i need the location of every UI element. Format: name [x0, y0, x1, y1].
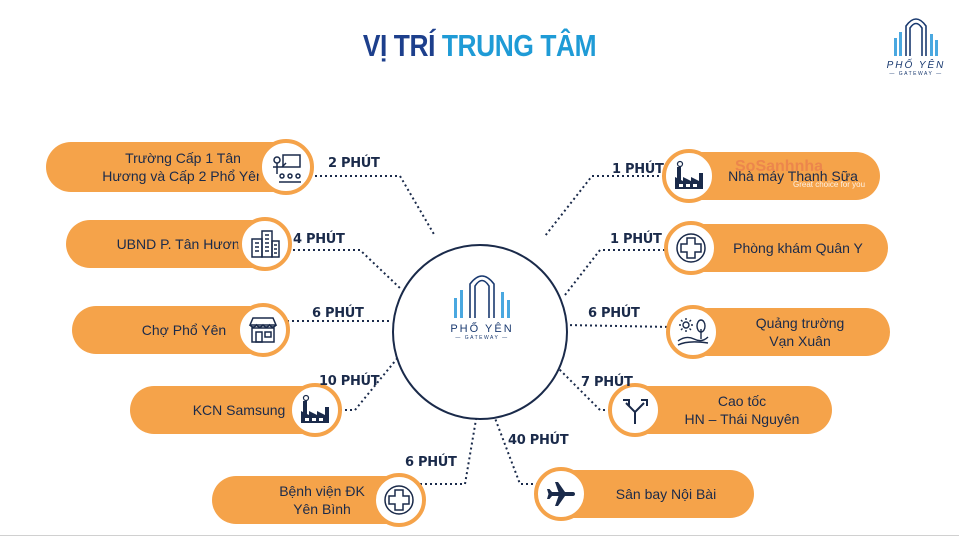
page-title: VỊ TRÍ TRUNG TÂM: [362, 28, 597, 63]
project-hub: PHỐ YÊN — GATEWAY —: [392, 244, 568, 420]
building-icon-badge: [238, 217, 292, 271]
tower-logo-icon: [454, 275, 510, 318]
highway-fork-icon: [623, 399, 648, 424]
travel-time: 40 PHÚT: [508, 433, 569, 448]
travel-time: 1 PHÚT: [610, 232, 662, 247]
travel-time: 6 PHÚT: [588, 306, 640, 321]
destination-square: Quảng trường Vạn Xuân: [666, 305, 890, 359]
travel-time: 2 PHÚT: [328, 156, 380, 171]
destination-samsung: KCN Samsung: [130, 383, 342, 437]
factory-icon-badge: [288, 383, 342, 437]
building-icon: [251, 230, 280, 258]
tower-logo-icon: [894, 18, 938, 56]
park-icon: [677, 318, 709, 346]
connector-line: [278, 249, 403, 291]
connector-line: [410, 395, 481, 485]
connector-line: [564, 249, 670, 296]
travel-time: 7 PHÚT: [581, 375, 633, 390]
destination-hospital: Bệnh viện ĐK Yên Bình: [212, 473, 426, 527]
connector-line: [564, 324, 673, 328]
brand-logo: PHỐ YÊN — GATEWAY —: [884, 10, 948, 77]
medical-cross-icon-badge: [664, 221, 718, 275]
destination-clinic: Phòng khám Quân Y: [664, 221, 888, 275]
airplane-icon-badge: [534, 467, 588, 521]
market-icon-badge: [236, 303, 290, 357]
airplane-icon: [547, 482, 575, 506]
park-icon-badge: [666, 305, 720, 359]
factory-icon-badge: [662, 149, 716, 203]
hub-logo: PHỐ YÊN — GATEWAY —: [440, 268, 524, 341]
teacher-icon: [273, 154, 301, 183]
travel-time: 1 PHÚT: [612, 162, 664, 177]
destination-ubnd: UBND P. Tân Hương: [66, 217, 292, 271]
connector-line: [544, 175, 664, 237]
connector-line: [300, 175, 436, 237]
medical-cross-icon: [676, 233, 706, 263]
travel-time: 6 PHÚT: [405, 455, 457, 470]
teacher-icon-badge: [258, 139, 314, 195]
hospital-icon: [384, 485, 414, 515]
factory-icon: [301, 394, 329, 423]
connector-line: [330, 354, 401, 411]
hospital-icon-badge: [372, 473, 426, 527]
divider: [0, 535, 959, 536]
factory-icon: [675, 160, 703, 189]
travel-time: 4 PHÚT: [293, 232, 345, 247]
destination-school: Trường Cấp 1 Tân Hương và Cấp 2 Phổ Yên: [46, 139, 314, 195]
destination-expressway: Cao tốc HN – Thái Nguyên: [608, 383, 832, 437]
destination-milk-factory: Nhà máy Thanh Sữa: [662, 149, 880, 203]
watermark-tagline: Great choice for you: [793, 180, 866, 189]
market-icon: [248, 317, 278, 343]
travel-time: 6 PHÚT: [312, 306, 364, 321]
travel-time: 10 PHÚT: [319, 374, 380, 389]
destination-airport: Sân bay Nội Bài: [534, 467, 754, 521]
destination-market: Chợ Phổ Yên: [72, 303, 290, 357]
highway-fork-icon-badge: [608, 383, 662, 437]
watermark-text: SoSanhnha: [735, 158, 824, 175]
